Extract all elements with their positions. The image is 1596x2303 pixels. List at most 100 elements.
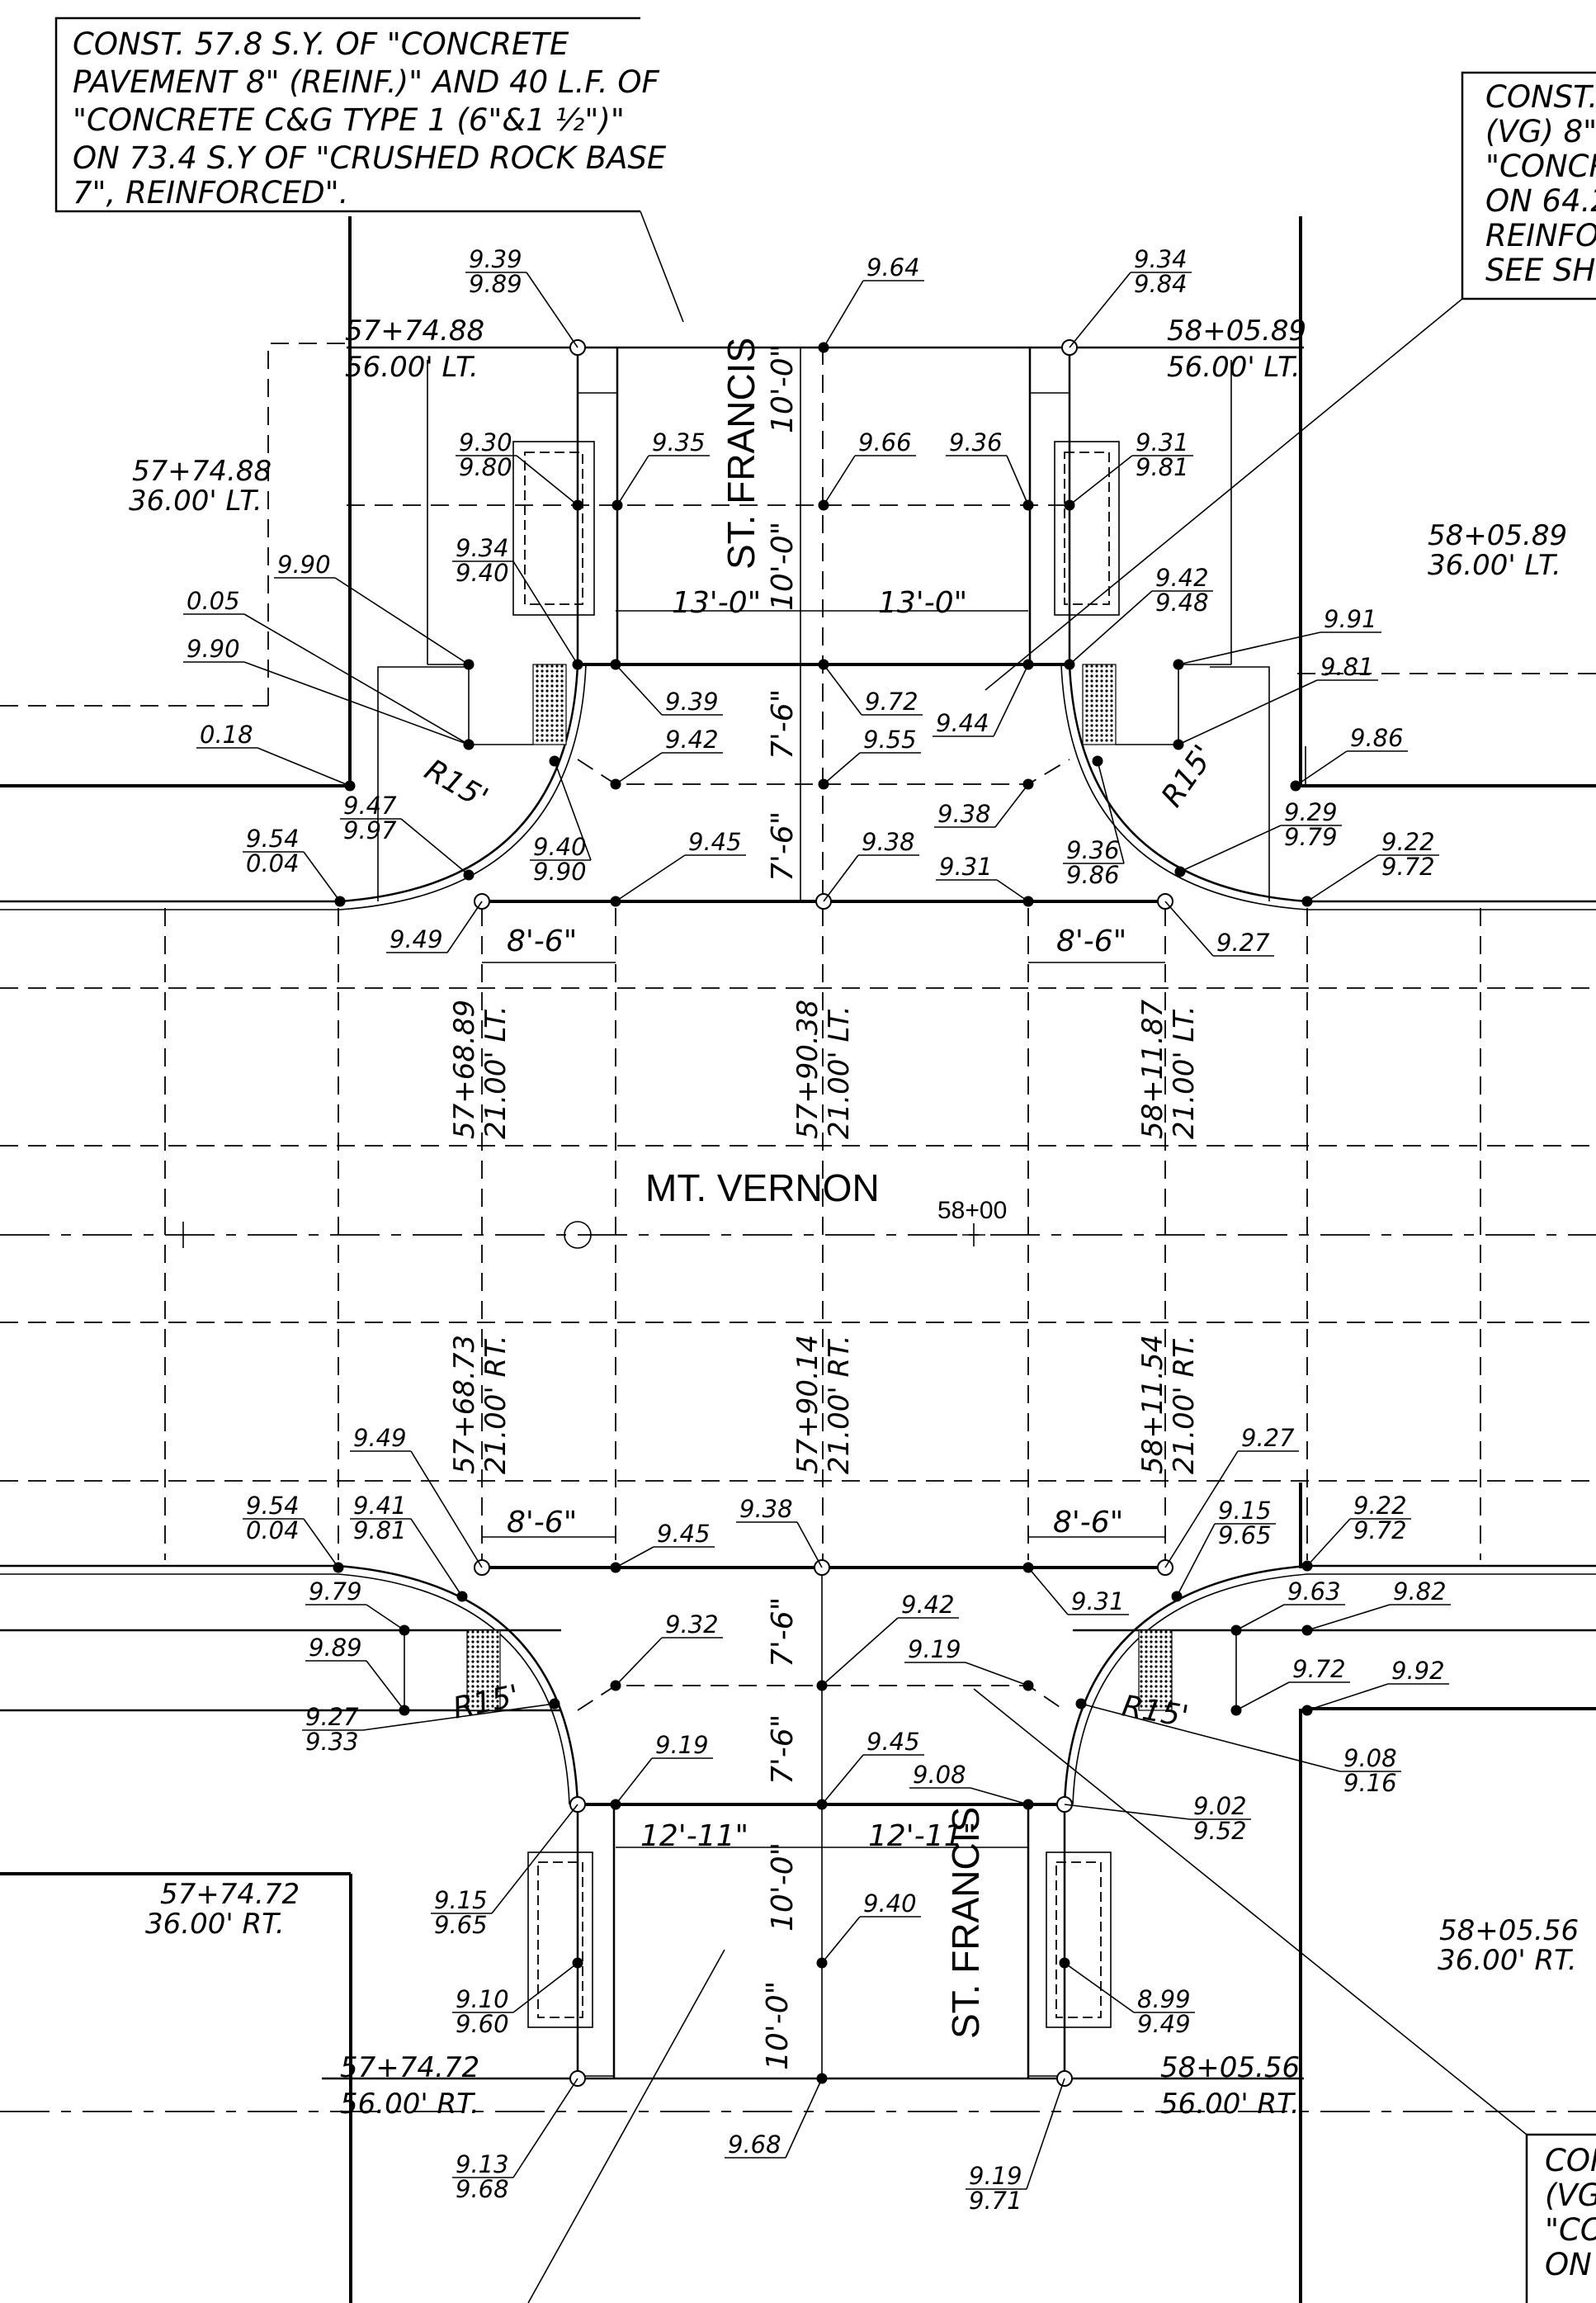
leader-line [615, 1546, 654, 1568]
leader-line [1176, 1523, 1216, 1597]
note-box-top-right: CONST. (VG) 8" "CONCRE ON 64.2 REINFOR S… [1461, 71, 1596, 300]
elevation-value: 9.19 [908, 1635, 961, 1663]
elevation-label: 9.27 [1164, 901, 1274, 957]
leader-line [554, 760, 592, 861]
leader-line [1178, 631, 1321, 665]
note-line: ON 73.4 S.Y OF "CRUSHED ROCK BASE [73, 140, 667, 176]
leader-line [796, 1521, 823, 1568]
station-text: 58+11.87 [1136, 1000, 1169, 1139]
elevation-value: 9.89 [469, 270, 522, 298]
elevation-value: 9.64 [866, 253, 920, 281]
station-text: 57+74.72 [340, 2051, 479, 2084]
elevation-value: 9.10 [456, 1985, 509, 2013]
leader-line [821, 1617, 899, 1686]
elevation-label: 9.91 [1178, 605, 1381, 665]
elevation-value: 9.68 [456, 2175, 509, 2203]
note-line: "COI [1545, 2212, 1596, 2248]
leader-line [410, 1518, 463, 1597]
elevation-label: 9.63 [1235, 1577, 1345, 1631]
leader-line [823, 854, 859, 902]
leader-line [491, 1804, 578, 1914]
leader-line [512, 560, 578, 665]
street-name-st-francis-bottom: ST. FRANCIS [944, 1807, 987, 2039]
dimension-label: 12'-11" [868, 1819, 976, 1853]
elevation-value: 9.39 [469, 245, 522, 273]
elevation-label: 9.49 [386, 901, 483, 953]
elevation-value: 9.45 [866, 1728, 920, 1756]
elevation-value: 9.35 [652, 428, 706, 456]
elevation-value: 9.32 [665, 1610, 719, 1639]
elevation-label: 9.429.48 [1069, 564, 1213, 665]
station-text: 21.00' RT. [823, 1335, 856, 1474]
elevation-label: 9.82 [1306, 1577, 1451, 1631]
elevation-label: 0.18 [196, 721, 351, 787]
leader-line [512, 2078, 578, 2178]
leader-line [257, 747, 351, 787]
elevation-value: 9.36 [1066, 836, 1120, 864]
elevation-label: 9.44 [933, 664, 1029, 737]
elevation-value: 9.34 [456, 534, 509, 562]
elevation-value: 9.08 [1343, 1744, 1397, 1772]
station-text: 58+05.89 [1167, 314, 1306, 348]
dimension-label: 13'-0" [878, 586, 967, 620]
elevation-label: 9.55 [823, 726, 921, 785]
leader-line [1069, 272, 1131, 348]
elevation-value: 9.40 [533, 833, 587, 861]
elevation-value: 0.04 [246, 849, 300, 877]
leader-line [1069, 590, 1153, 665]
elevation-label: 9.349.40 [452, 534, 578, 665]
elevation-value: 9.90 [277, 551, 331, 579]
elevation-label: 9.42 [615, 726, 723, 785]
elevation-value: 9.65 [1218, 1521, 1272, 1549]
elevation-label: 9.72 [823, 664, 923, 716]
elevation-label: 9.369.86 [1063, 760, 1125, 889]
elevation-value: 9.54 [246, 825, 300, 853]
elevation-label: 9.309.80 [456, 428, 578, 506]
leader-line [366, 1660, 405, 1711]
elevation-value: 9.72 [1353, 1516, 1407, 1544]
note-line: CONST. 57.8 S.Y. OF "CONCRETE [73, 26, 569, 62]
station-text: 21.00' LT. [823, 1005, 856, 1139]
station-text: 56.00' LT. [1167, 351, 1301, 384]
elevation-value: 0.04 [246, 1516, 300, 1544]
elevation-value: 9.22 [1353, 1492, 1407, 1520]
dimension-label: 10'-0" [761, 1981, 795, 2070]
leader-line [993, 664, 1029, 737]
dimension-label: 7'-6" [766, 1714, 800, 1785]
leader-line [1306, 1518, 1351, 1567]
station-text: 21.00' LT. [479, 1005, 512, 1139]
elevation-value: 9.39 [665, 688, 719, 716]
note-line: (VG) 8" [1485, 114, 1596, 149]
elevation-value: 9.38 [739, 1495, 793, 1523]
elevation-value: 9.82 [1393, 1577, 1447, 1605]
elevation-value: 8.99 [1137, 1985, 1191, 2013]
station-text: 57+90.14 [791, 1335, 824, 1474]
station-text: 56.00' RT. [1160, 2088, 1300, 2121]
leader-line [616, 455, 649, 506]
elevation-value: 9.79 [1284, 823, 1338, 851]
note-line: "CONCRETE C&G TYPE 1 (6"&1 ½")" [73, 102, 625, 138]
elevation-value: 9.44 [936, 709, 989, 737]
elevation-value: 9.38 [937, 800, 991, 828]
elevation-value: 9.81 [1136, 453, 1189, 481]
elevation-value: 9.49 [1137, 2010, 1191, 2038]
dimension-lines [482, 348, 1165, 2078]
note-line: REINFOR [1485, 218, 1596, 253]
leader-line [1164, 901, 1214, 957]
elevation-label: 9.540.04 [243, 1492, 339, 1568]
leader-line [785, 2078, 823, 2159]
street-name-st-francis-top: ST. FRANCIS [720, 338, 763, 570]
elevation-label: 9.79 [305, 1577, 405, 1631]
note-leader [640, 210, 684, 323]
dimension-label: 8'-6" [507, 1506, 577, 1539]
elevation-label: 9.35 [616, 428, 710, 506]
note-box-bottom-right: CON (VG), "COI ON [1525, 2133, 1596, 2303]
elevation-value: 9.15 [1218, 1497, 1272, 1525]
elevation-label: 9.199.71 [966, 2078, 1065, 2215]
station-text: 57+68.89 [448, 1000, 481, 1139]
elevation-label: 9.66 [823, 428, 916, 506]
leader-line [996, 879, 1029, 902]
elevation-value: 9.92 [1391, 1657, 1445, 1685]
elevation-value: 9.66 [858, 428, 912, 456]
leader-line [615, 854, 686, 902]
